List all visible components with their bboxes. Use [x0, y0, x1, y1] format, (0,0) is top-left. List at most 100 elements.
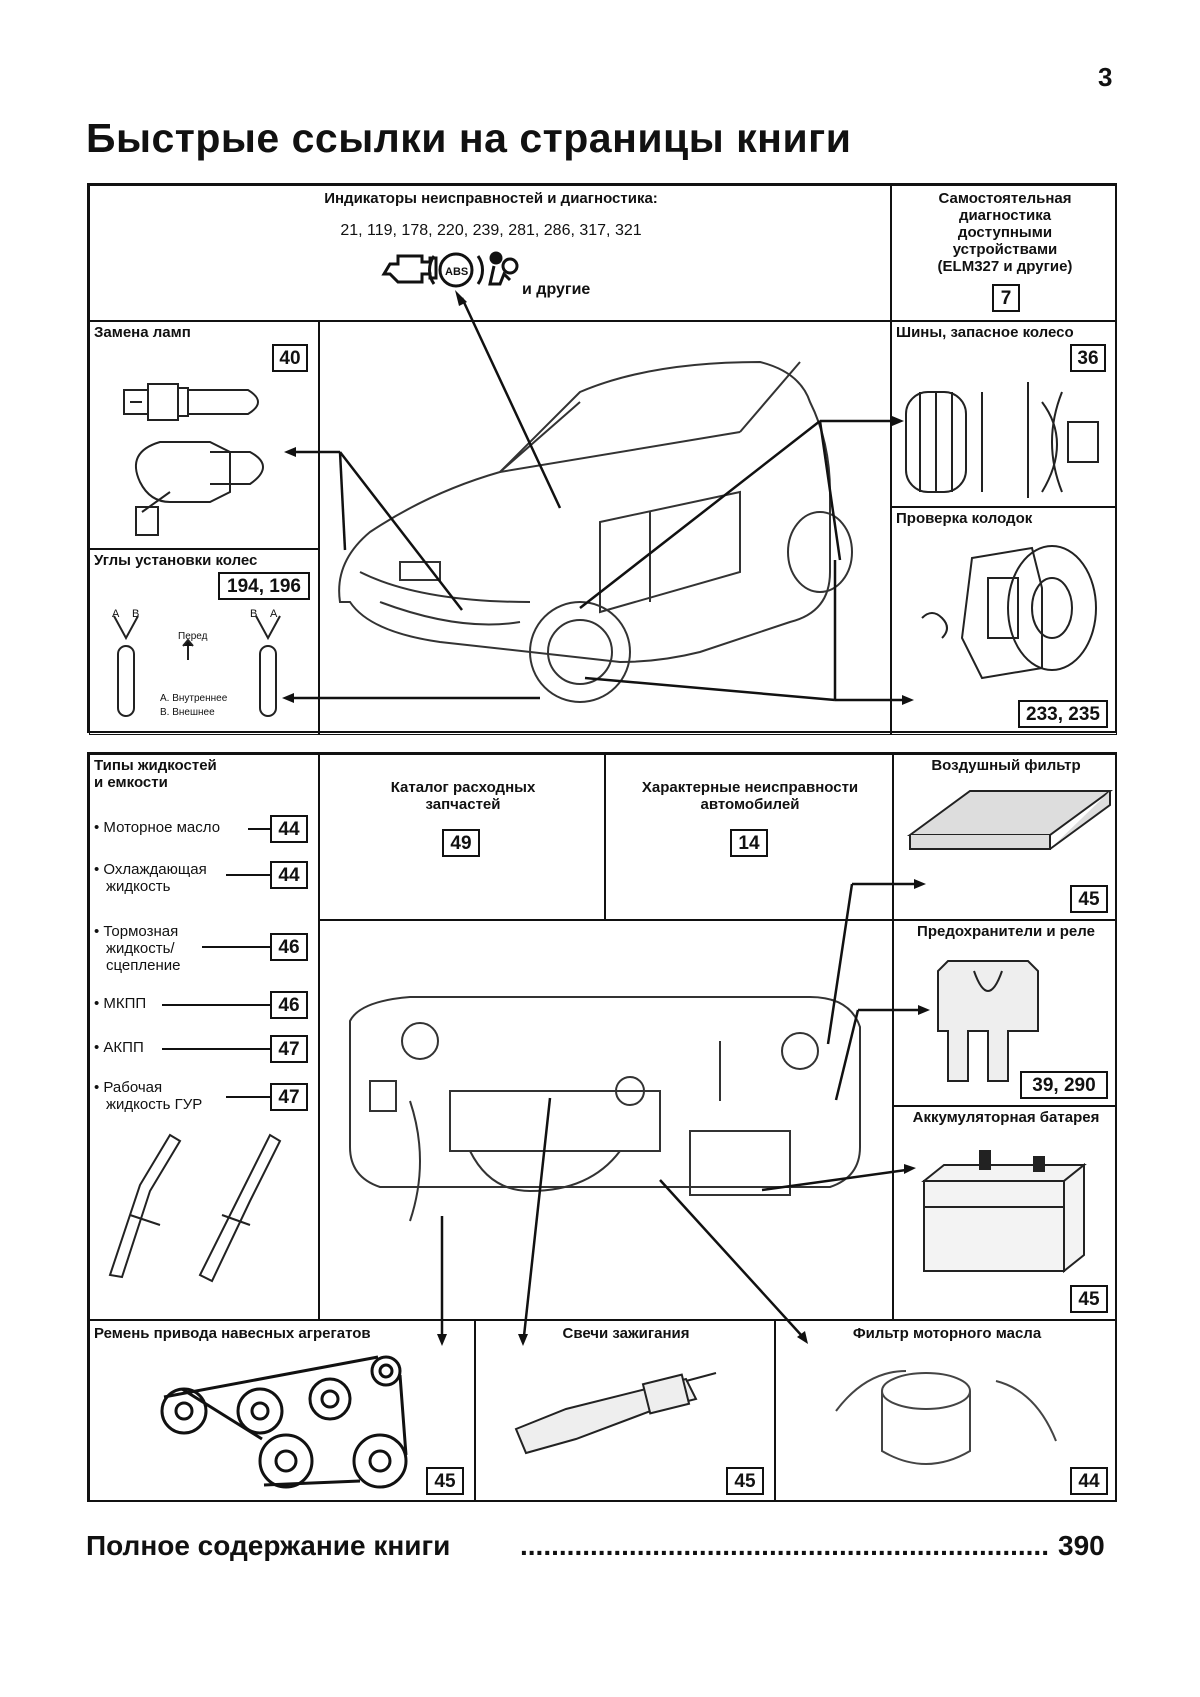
drive-belt-page-box[interactable]: 45	[426, 1467, 464, 1495]
warning-lamp-icons: ABS	[381, 251, 519, 288]
selfdiag-page-box[interactable]: 7	[992, 284, 1020, 312]
engine-drawing-area	[319, 920, 893, 1320]
wheel-angle-illustration	[113, 615, 281, 717]
angle-a-label: A	[112, 608, 120, 620]
brakes-cell[interactable]: Проверка колодок 233, 235	[891, 507, 1117, 735]
diagnostics-title: Индикаторы неисправностей и диагностика:	[324, 190, 658, 207]
selfdiag-line-2: диагностика	[958, 207, 1052, 224]
tires-page-box[interactable]: 36	[1070, 344, 1106, 372]
fuses-cell[interactable]: Предохранители и реле 39, 290	[893, 920, 1117, 1106]
fluid-item-label: жидкость ГУР	[106, 1096, 203, 1113]
diagnostics-pages: 21, 119, 178, 220, 239, 281, 286, 317, 3…	[340, 222, 642, 239]
angle-b-label: B	[132, 608, 140, 620]
spark-plugs-title: Свечи зажигания	[562, 1325, 690, 1342]
lamps-title: Замена ламп	[94, 324, 191, 341]
battery-illustration	[921, 1150, 1087, 1274]
bulb-illustration	[123, 383, 264, 536]
angle-a-label-right: A	[270, 608, 278, 620]
top-quick-links-panel: Индикаторы неисправностей и диагностика:…	[87, 183, 1117, 735]
fluid-item-label: • МКПП	[94, 995, 147, 1012]
selfdiag-cell[interactable]: Самостоятельная диагностика доступными у…	[891, 185, 1117, 321]
fluid-at-page[interactable]: 47	[270, 1035, 308, 1063]
faults-page-box[interactable]: 14	[730, 829, 768, 857]
spark-plug-illustration	[514, 1372, 717, 1455]
brake-caliper-illustration	[921, 545, 1097, 680]
air-filter-illustration	[906, 790, 1114, 850]
battery-title: Аккумуляторная батарея	[912, 1109, 1100, 1126]
wheel-alignment-title: Углы установки колес	[94, 552, 258, 569]
tire-illustration	[905, 382, 1099, 498]
air-filter-cell[interactable]: Воздушный фильтр 45	[893, 754, 1117, 920]
selfdiag-line-3: доступными	[957, 224, 1053, 241]
abs-icon: ABS	[427, 252, 485, 288]
toc-page-number[interactable]: 390	[1058, 1530, 1105, 1561]
oil-filter-title: Фильтр моторного масла	[852, 1325, 1042, 1342]
toc-dot-leader: ........................................…	[520, 1530, 1050, 1561]
fluid-item-label: • АКПП	[94, 1039, 144, 1056]
battery-page-box[interactable]: 45	[1070, 1285, 1108, 1313]
outer-label: B. Внешнее	[160, 707, 215, 718]
fuses-title: Предохранители и реле	[917, 923, 1095, 940]
inner-label: A. Внутреннее	[160, 693, 228, 704]
top-pointer-arrows	[282, 290, 914, 705]
check-engine-icon	[381, 254, 438, 284]
svg-text:ABS: ABS	[445, 266, 468, 278]
tires-cell[interactable]: Шины, запасное колесо 36	[891, 321, 1117, 507]
spark-plugs-page-box[interactable]: 45	[726, 1467, 764, 1495]
brakes-title: Проверка колодок	[896, 510, 1033, 527]
brakes-page-box[interactable]: 233, 235	[1018, 700, 1108, 728]
fluid-item-label: жидкость	[106, 878, 171, 895]
fluid-item-label: • Рабочая	[94, 1079, 163, 1096]
fluid-mt-page[interactable]: 46	[270, 991, 308, 1019]
catalog-page-box[interactable]: 49	[442, 829, 480, 857]
fuses-page-box[interactable]: 39, 290	[1020, 1071, 1108, 1099]
battery-cell[interactable]: Аккумуляторная батарея 45	[893, 1106, 1117, 1320]
toc-label[interactable]: Полное содержание книги	[86, 1530, 451, 1561]
fluid-item-label: • Тормозная	[94, 923, 179, 940]
faults-line-2: автомобилей	[700, 796, 800, 813]
lamps-cell[interactable]: Замена ламп 40	[89, 321, 319, 549]
wheel-alignment-page-box[interactable]: 194, 196	[218, 572, 310, 600]
diagnostics-cell[interactable]: Индикаторы неисправностей и диагностика:…	[89, 185, 891, 321]
bottom-quick-links-panel: Типы жидкостей и емкости • Моторное масл…	[87, 752, 1117, 1502]
oil-filter-cell[interactable]: Фильтр моторного масла 44	[775, 1320, 1117, 1502]
fluid-item-label: • Охлаждающая	[94, 861, 207, 878]
fluid-ps-page[interactable]: 47	[270, 1083, 308, 1111]
spark-plugs-cell[interactable]: Свечи зажигания 45	[475, 1320, 775, 1502]
diagnostics-others: и другие	[522, 281, 591, 298]
fluid-engine-oil-page[interactable]: 44	[270, 815, 308, 843]
fluids-title-1: Типы жидкостей	[94, 757, 217, 774]
front-label: Перед	[178, 631, 208, 642]
fluids-cell: Типы жидкостей и емкости • Моторное масл…	[89, 754, 319, 1320]
angle-b-label-right: B	[250, 608, 258, 620]
fluids-title-2: и емкости	[94, 774, 168, 791]
oil-filter-page-box[interactable]: 44	[1070, 1467, 1108, 1495]
lamps-page-box[interactable]: 40	[272, 344, 308, 372]
faults-cell[interactable]: Характерные неисправности автомобилей 14	[605, 754, 893, 920]
belt-pulleys-illustration	[160, 1355, 408, 1489]
drive-belt-title: Ремень привода навесных агрегатов	[94, 1325, 371, 1342]
selfdiag-line-4: устройствами	[952, 241, 1058, 258]
selfdiag-line-1: Самостоятельная	[938, 190, 1072, 207]
selfdiag-line-5: (ELM327 и другие)	[937, 258, 1073, 275]
tires-title: Шины, запасное колесо	[896, 324, 1074, 341]
fluid-brake-page[interactable]: 46	[270, 933, 308, 961]
wheel-alignment-cell[interactable]: Углы установки колес 194, 196 A B B A Пе…	[89, 549, 319, 735]
fluid-leader-lines	[108, 828, 282, 1283]
airbag-icon	[488, 251, 519, 286]
page-number: 3	[1098, 62, 1113, 92]
car-illustration	[338, 360, 853, 703]
catalog-cell[interactable]: Каталог расходных запчастей 49	[319, 754, 605, 920]
car-drawing-area	[319, 321, 891, 735]
page-title: Быстрые ссылки на страницы книги	[86, 115, 852, 161]
engine-bay-illustration	[349, 996, 861, 1222]
faults-line-1: Характерные неисправности	[641, 779, 859, 796]
air-filter-page-box[interactable]: 45	[1070, 885, 1108, 913]
oil-filter-illustration	[835, 1370, 1057, 1465]
catalog-line-2: запчастей	[425, 796, 501, 813]
air-filter-title: Воздушный фильтр	[931, 757, 1081, 774]
fluid-coolant-page[interactable]: 44	[270, 861, 308, 889]
drive-belt-cell[interactable]: Ремень привода навесных агрегатов 45	[89, 1320, 475, 1502]
catalog-line-1: Каталог расходных	[390, 779, 536, 796]
fluid-item-label: сцепление	[106, 957, 181, 974]
